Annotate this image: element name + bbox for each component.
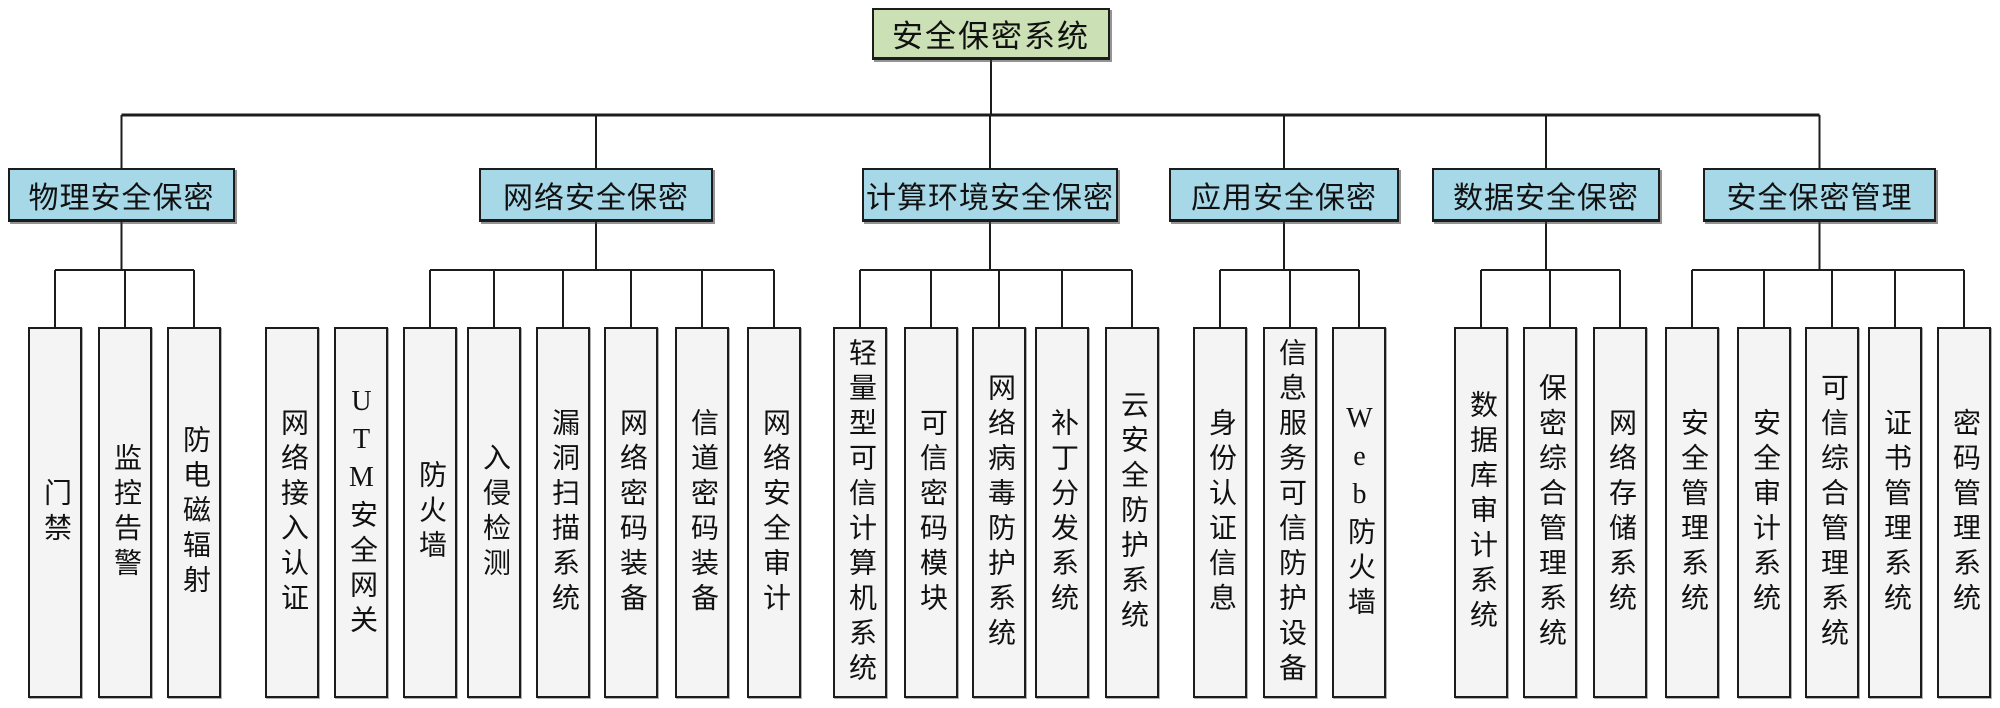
leaf-node: 补丁分发系统 [1035,327,1089,698]
leaf-node-label: 监控告警 [110,442,141,583]
branch-node-label: 计算环境安全保密 [866,181,1114,215]
branch-node: 网络安全保密 [479,168,713,222]
leaf-node: 网络病毒防护系统 [972,327,1026,698]
leaf-node-label: 云安全防护系统 [1117,390,1148,635]
leaf-node: 证书管理系统 [1868,327,1922,698]
leaf-node: 可信综合管理系统 [1805,327,1859,698]
leaf-node-label: 保密综合管理系统 [1535,372,1566,653]
leaf-node-label: 信息服务可信防护设备 [1275,337,1306,688]
leaf-node-label: 安全审计系统 [1749,407,1780,618]
branch-node-label: 安全保密管理 [1726,181,1913,215]
root-node: 安全保密系统 [872,8,1110,60]
leaf-node-label: 信道密码装备 [687,407,718,618]
root-node-label: 安全保密系统 [892,19,1090,54]
leaf-node: 防电磁辐射 [167,327,221,698]
branch-node: 安全保密管理 [1703,168,1936,222]
leaf-node: 漏洞扫描系统 [536,327,590,698]
branch-node: 计算环境安全保密 [862,168,1118,222]
leaf-node: 信息服务可信防护设备 [1263,327,1317,698]
branch-node-label: 应用安全保密 [1191,181,1377,215]
leaf-node-label: 补丁分发系统 [1047,407,1078,618]
leaf-node: 安全审计系统 [1737,327,1791,698]
leaf-node: 轻量型可信计算机系统 [833,327,887,698]
leaf-node: 防火墙 [403,327,457,698]
leaf-node-label: 可信综合管理系统 [1817,372,1848,653]
leaf-node: 身份认证信息 [1193,327,1247,698]
leaf-node-label: 证书管理系统 [1880,407,1911,618]
leaf-node: 监控告警 [98,327,152,698]
leaf-node-label: 漏洞扫描系统 [548,407,579,618]
leaf-node-label: 身份认证信息 [1205,407,1236,618]
leaf-node-label: 网络接入认证 [277,407,308,618]
leaf-node: 门禁 [28,327,82,698]
leaf-node: Web防火墙 [1332,327,1386,698]
leaf-node-label: 数据库审计系统 [1466,390,1497,635]
leaf-node: 保密综合管理系统 [1523,327,1577,698]
leaf-node-label: 门禁 [40,477,71,548]
leaf-node: 安全管理系统 [1665,327,1719,698]
leaf-node: 入侵检测 [467,327,521,698]
leaf-node: 网络安全审计 [747,327,801,698]
leaf-node: UTM安全网关 [334,327,388,698]
leaf-node: 密码管理系统 [1937,327,1991,698]
leaf-node-label: 防电磁辐射 [179,425,210,600]
leaf-node-label: 防火墙 [415,460,446,565]
leaf-node-label: 网络存储系统 [1605,407,1636,618]
leaf-node-label: 可信密码模块 [916,407,947,618]
branch-node: 数据安全保密 [1432,168,1660,222]
branch-node: 物理安全保密 [8,168,235,222]
leaf-node-label: 网络安全审计 [759,407,790,618]
leaf-node: 网络存储系统 [1593,327,1647,698]
leaf-node-label: 密码管理系统 [1949,407,1980,618]
leaf-node: 云安全防护系统 [1105,327,1159,698]
leaf-node-label: 网络病毒防护系统 [984,372,1015,653]
branch-node-label: 网络安全保密 [503,181,689,215]
branch-node: 应用安全保密 [1169,168,1399,222]
leaf-node: 可信密码模块 [904,327,958,698]
leaf-node: 网络接入认证 [265,327,319,698]
leaf-node-label: 网络密码装备 [616,407,647,618]
leaf-node-label: Web防火墙 [1344,403,1375,622]
leaf-node-label: 轻量型可信计算机系统 [845,337,876,688]
leaf-node: 信道密码装备 [675,327,729,698]
leaf-node: 数据库审计系统 [1454,327,1508,698]
branch-node-label: 数据安全保密 [1453,181,1639,215]
leaf-node-label: 安全管理系统 [1677,407,1708,618]
leaf-node-label: UTM安全网关 [346,385,377,640]
branch-node-label: 物理安全保密 [28,181,215,215]
leaf-node-label: 入侵检测 [479,442,510,583]
leaf-node: 网络密码装备 [604,327,658,698]
